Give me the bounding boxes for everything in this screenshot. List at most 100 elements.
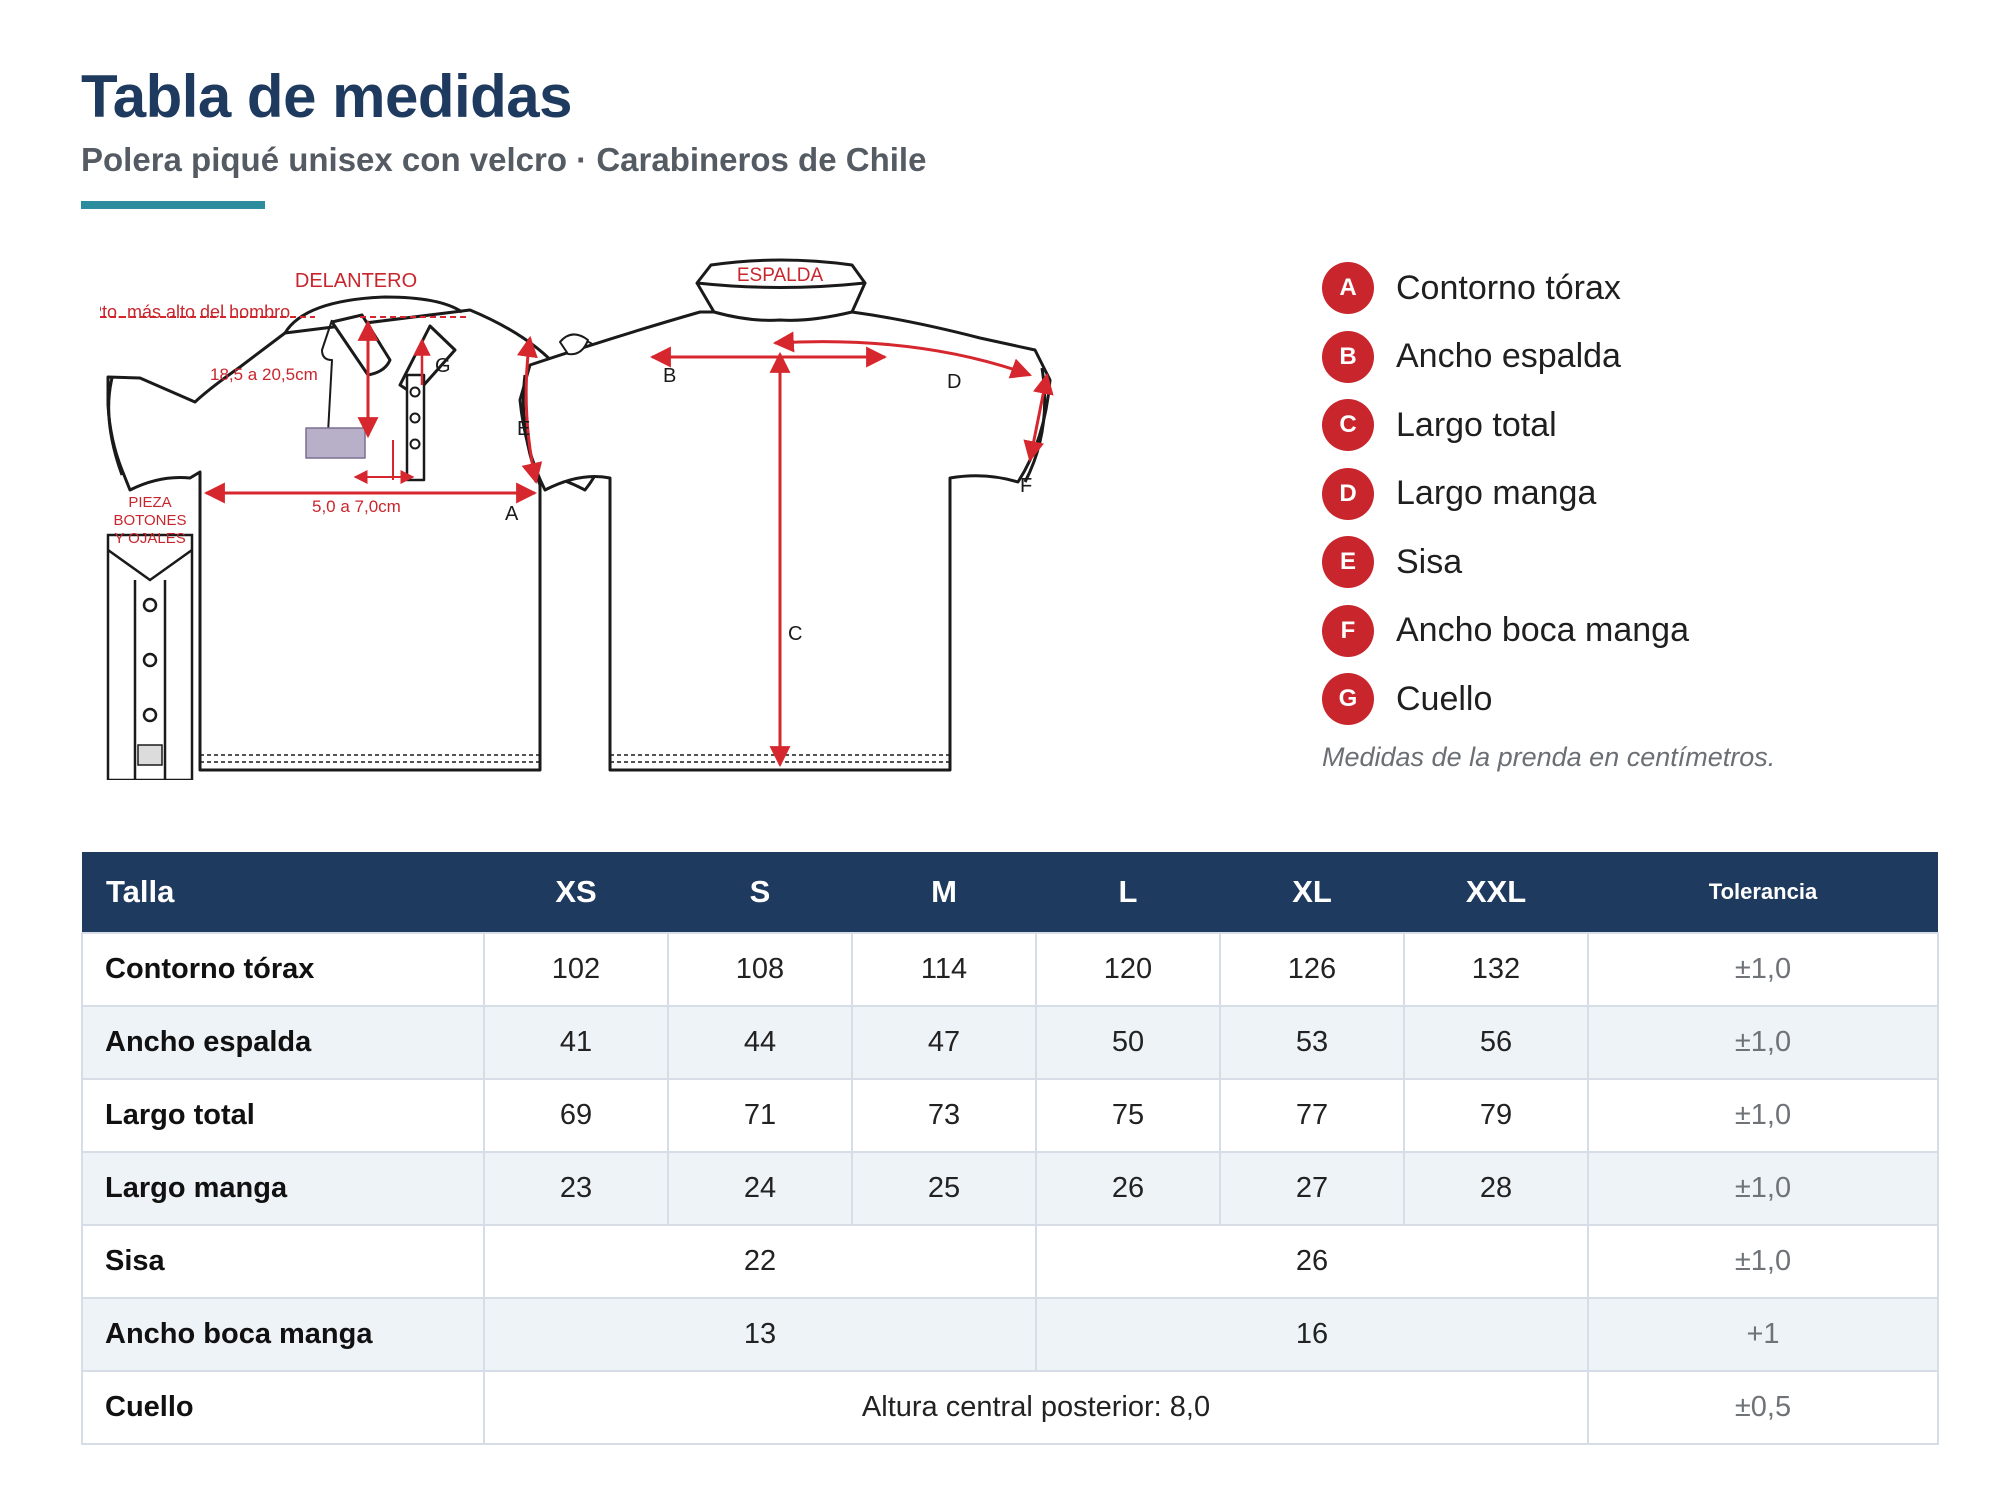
header-size-m: M — [852, 852, 1036, 933]
row-label: Sisa — [81, 1224, 485, 1299]
table-row: Largo total 69 71 73 75 77 79 ±1,0 — [81, 1078, 1939, 1153]
legend-label: Ancho boca manga — [1396, 611, 1689, 649]
shoulder-note: Pto. más alto del hombro — [100, 302, 290, 322]
table-cell: 126 — [1219, 932, 1405, 1007]
header-size-xs: XS — [484, 852, 668, 933]
measurement-lines — [100, 316, 1054, 768]
table-row: Ancho espalda 41 44 47 50 53 56 ±1,0 — [81, 1005, 1939, 1080]
table-row: Sisa 22 26 ±1,0 — [81, 1224, 1939, 1299]
legend-item-a: A Contorno tórax — [1322, 262, 1962, 314]
table-cell: 28 — [1403, 1151, 1589, 1226]
table-cell: 71 — [667, 1078, 853, 1153]
table-cell: 41 — [483, 1005, 669, 1080]
tolerance-cell: ±0,5 — [1587, 1370, 1939, 1445]
row-label: Largo total — [81, 1078, 485, 1153]
legend-label: Largo total — [1396, 405, 1557, 444]
header-size-label: Talla — [82, 852, 484, 933]
table-cell: 114 — [851, 932, 1037, 1007]
row-label: Ancho espalda — [81, 1005, 485, 1080]
letter-e: E — [517, 418, 530, 440]
legend-item-g: G Cuello — [1322, 673, 1962, 725]
tolerance-cell: ±1,0 — [1587, 1151, 1939, 1226]
table-cell: 120 — [1035, 932, 1221, 1007]
legend-badge: A — [1322, 262, 1374, 314]
table-cell: 102 — [483, 932, 669, 1007]
legend-item-c: C Largo total — [1322, 399, 1962, 451]
table-row: Ancho boca manga 13 16 +1 — [81, 1297, 1939, 1372]
header-tolerance: Tolerancia — [1588, 852, 1938, 933]
table-cell: 108 — [667, 932, 853, 1007]
table-cell: 75 — [1035, 1078, 1221, 1153]
front-label: DELANTERO — [295, 270, 417, 292]
table-cell: 69 — [483, 1078, 669, 1153]
row-label: Cuello — [81, 1370, 485, 1445]
legend-badge: G — [1322, 673, 1374, 725]
back-shirt-outline — [518, 258, 1052, 772]
back-label: ESPALDA — [737, 265, 824, 286]
header-size-xxl: XXL — [1404, 852, 1588, 933]
tolerance-cell: ±1,0 — [1587, 932, 1939, 1007]
table-cell: 44 — [667, 1005, 853, 1080]
units-note: Medidas de la prenda en centímetros. — [1322, 741, 1776, 772]
letter-a: A — [505, 503, 519, 525]
legend-item-e: E Sisa — [1322, 536, 1962, 588]
table-cell: 26 — [1035, 1224, 1589, 1299]
letter-c: C — [788, 623, 802, 645]
table-cell: 22 — [483, 1224, 1037, 1299]
table-cell: 53 — [1219, 1005, 1405, 1080]
button-piece — [106, 533, 194, 780]
legend-item-b: B Ancho espalda — [1322, 330, 1962, 383]
table-cell: 16 — [1035, 1297, 1589, 1372]
table-cell: 26 — [1035, 1151, 1221, 1226]
legend-label: Sisa — [1396, 542, 1463, 581]
piece-label-line-2: BOTONES — [113, 512, 186, 529]
table-cell: 23 — [483, 1151, 669, 1226]
title-accent-bar — [81, 201, 265, 209]
page-subtitle: Polera piqué unisex con velcro · Carabin… — [81, 141, 927, 178]
table-row: Cuello Altura central posterior: 8,0 ±0,… — [81, 1370, 1939, 1445]
legend-badge: B — [1322, 330, 1374, 383]
table-cell: 79 — [1403, 1078, 1589, 1153]
header-size-l: L — [1036, 852, 1220, 933]
row-label: Ancho boca manga — [81, 1297, 485, 1372]
table-cell: 27 — [1219, 1151, 1405, 1226]
table-cell: 25 — [851, 1151, 1037, 1226]
letter-d: D — [947, 371, 961, 393]
table-cell: 50 — [1035, 1005, 1221, 1080]
table-cell: 24 — [667, 1151, 853, 1226]
table-cell: 73 — [851, 1078, 1037, 1153]
header-size-xl: XL — [1220, 852, 1404, 933]
tolerance-cell: ±1,0 — [1587, 1078, 1939, 1153]
measurement-legend: A Contorno tórax B Ancho espalda C Largo… — [1322, 262, 1962, 773]
table-cell: 132 — [1403, 932, 1589, 1007]
letter-g: G — [435, 355, 451, 377]
tolerance-cell: ±1,0 — [1587, 1224, 1939, 1299]
header-size-s: S — [668, 852, 852, 933]
legend-badge: F — [1322, 604, 1374, 657]
piece-label-line-1: PIEZA — [128, 494, 171, 511]
legend-label: Cuello — [1396, 679, 1493, 718]
table-cell: 77 — [1219, 1078, 1405, 1153]
legend-item-f: F Ancho boca manga — [1322, 604, 1962, 657]
table-cell: 47 — [851, 1005, 1037, 1080]
table-cell: 13 — [483, 1297, 1037, 1372]
table-cell: Altura central posterior: 8,0 — [483, 1370, 1589, 1445]
table-header-row: Talla XS S M L XL XXL Tolerancia — [82, 852, 1938, 933]
row-label: Largo manga — [81, 1151, 485, 1226]
tolerance-cell: ±1,0 — [1587, 1005, 1939, 1080]
table-cell: 56 — [1403, 1005, 1589, 1080]
vertical-measure-label: 18,5 a 20,5cm — [210, 365, 318, 384]
horizontal-measure-label: 5,0 a 7,0cm — [312, 497, 401, 516]
legend-badge: C — [1322, 399, 1374, 451]
tolerance-cell: +1 — [1587, 1297, 1939, 1372]
piece-label-line-3: Y OJALES — [114, 530, 185, 547]
page-title: Tabla de medidas — [81, 63, 573, 130]
legend-label: Contorno tórax — [1396, 268, 1621, 307]
row-label: Contorno tórax — [81, 932, 485, 1007]
legend-badge: E — [1322, 536, 1374, 588]
legend-item-d: D Largo manga — [1322, 467, 1962, 520]
size-table: Talla XS S M L XL XXL Tolerancia Contorn… — [81, 852, 1939, 1445]
letter-f: F — [1020, 475, 1032, 497]
garment-diagram: DELANTERO ESPALDA Pto. más alto del homb… — [100, 250, 1260, 780]
table-row: Contorno tórax 102 108 114 120 126 132 ±… — [81, 932, 1939, 1007]
